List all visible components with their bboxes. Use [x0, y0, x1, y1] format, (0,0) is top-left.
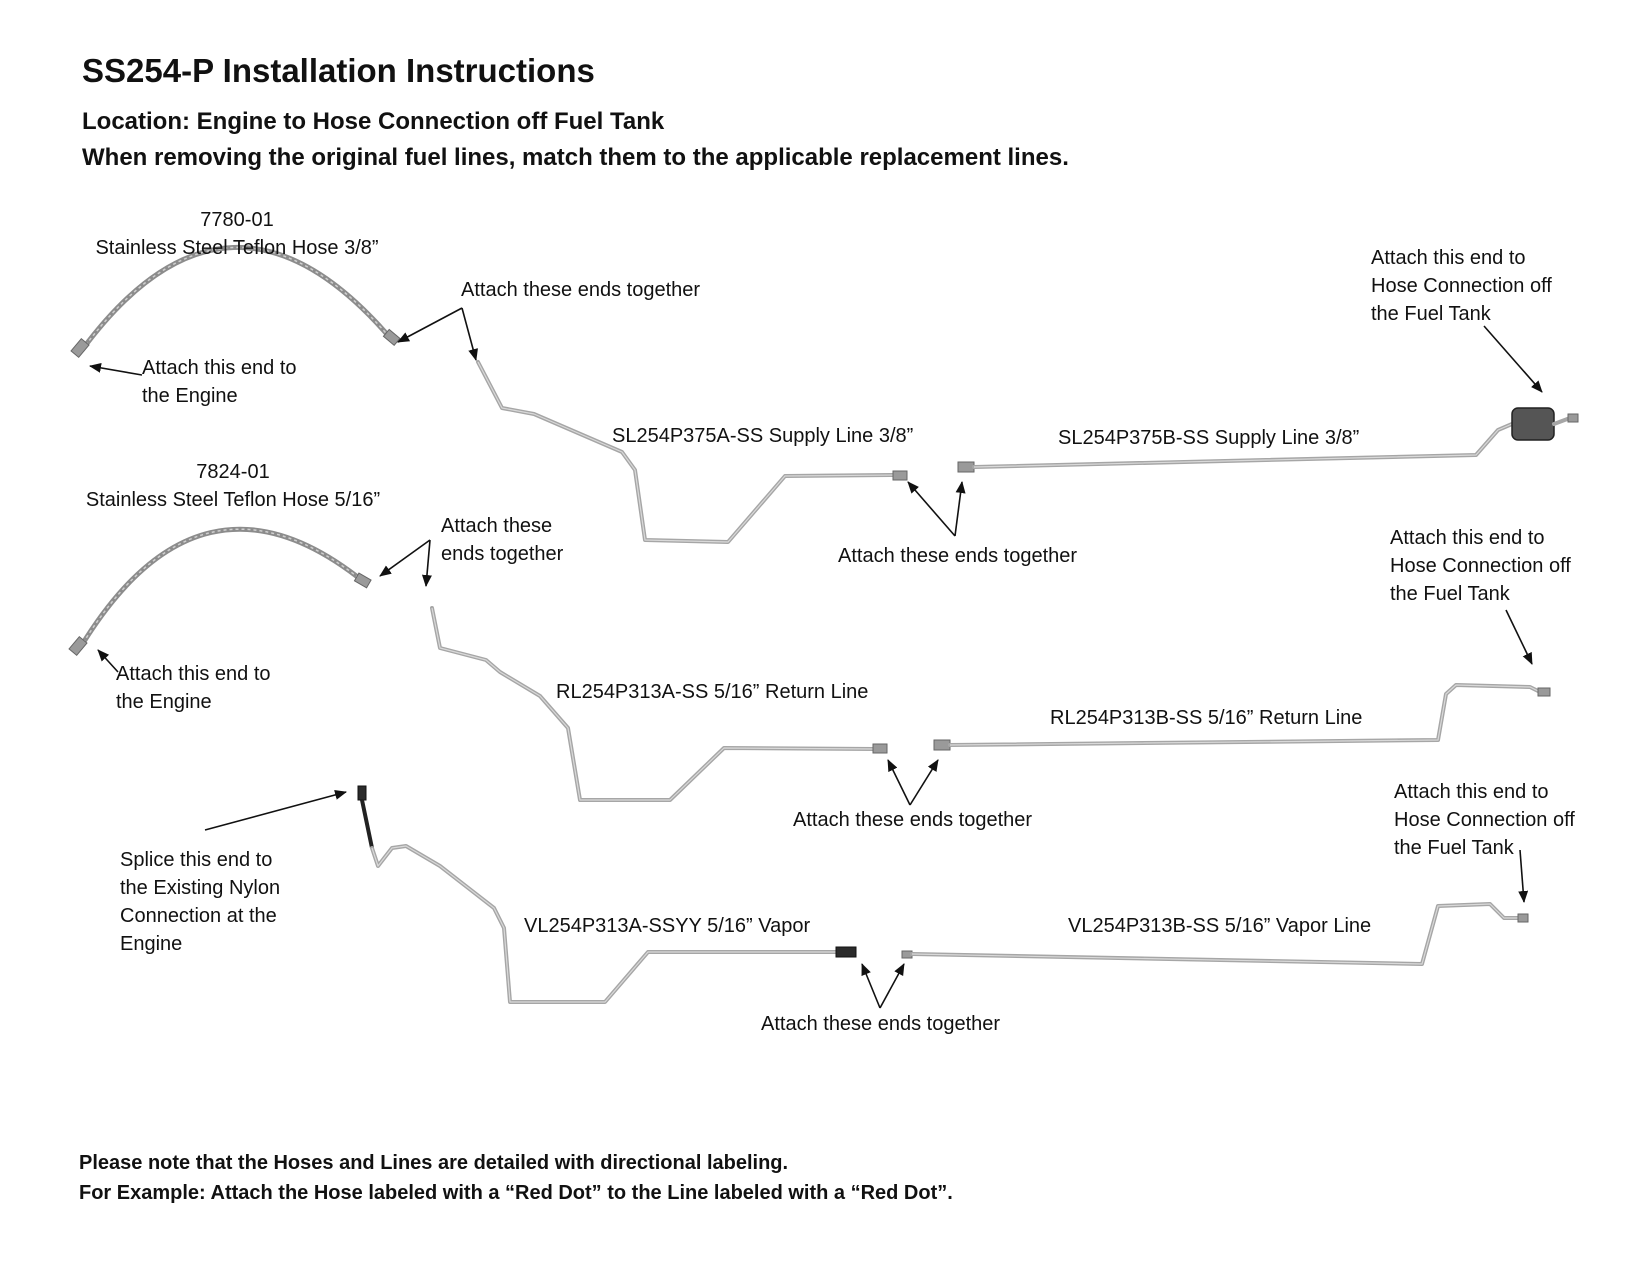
hose-7824-01 [68, 526, 372, 657]
callout-splice-line1: Splice this end to [120, 849, 273, 871]
supply-line-b-label: SL254P375B-SS Supply Line 3/8” [1058, 427, 1360, 449]
vapor-line-b-label: VL254P313B-SS 5/16” Vapor Line [1068, 915, 1372, 937]
callout-attach-ends-return: Attach these ends together [793, 809, 1033, 831]
callout-attach-ends-mid-line2: ends together [441, 543, 564, 565]
callout-attach-ends-top: Attach these ends together [461, 279, 701, 301]
return-line-b-label: RL254P313B-SS 5/16” Return Line [1050, 707, 1363, 729]
callout-engine-2-line2: the Engine [116, 691, 212, 713]
callout-attach-ends-mid-line1: Attach these [441, 515, 553, 537]
callout-tank-1-line3: the Fuel Tank [1371, 303, 1491, 325]
vapor-line-b [901, 902, 1529, 966]
callout-tank-1: Attach this end to Hose Connection off t… [1371, 244, 1552, 328]
callout-tank-2: Attach this end to Hose Connection off t… [1390, 524, 1571, 608]
callout-arrows [89, 307, 1543, 1009]
supply-line-a [476, 360, 908, 544]
vapor-line-a-label: VL254P313A-SSYY 5/16” Vapor [524, 915, 811, 937]
callout-tank-3-line2: Hose Connection off [1394, 809, 1575, 831]
hose-1-desc: Stainless Steel Teflon Hose 3/8” [95, 237, 379, 259]
fuel-filter-icon [1511, 407, 1555, 441]
supply-line-b [957, 407, 1579, 473]
callout-engine-1-line2: the Engine [142, 385, 238, 407]
callout-tank-2-line3: the Fuel Tank [1390, 583, 1510, 605]
callout-splice-line3: Connection at the [120, 905, 277, 927]
hose-2-label: 7824-01 Stainless Steel Teflon Hose 5/16… [68, 458, 398, 514]
return-line-a [430, 606, 888, 802]
callout-tank-3-line1: Attach this end to [1394, 781, 1549, 803]
return-line-a-label: RL254P313A-SS 5/16” Return Line [556, 681, 869, 703]
callout-splice-line2: the Existing Nylon [120, 877, 281, 899]
hose-2-desc: Stainless Steel Teflon Hose 5/16” [85, 489, 381, 511]
callout-tank-1-line2: Hose Connection off [1371, 275, 1552, 297]
hose-1-part: 7780-01 [200, 209, 274, 231]
callout-splice: Splice this end to the Existing Nylon Co… [120, 846, 280, 958]
callout-splice-line4: Engine [120, 933, 183, 955]
page-title: SS254-P Installation Instructions [82, 52, 595, 89]
note-line-2: For Example: Attach the Hose labeled wit… [79, 1182, 953, 1204]
hose-1-label: 7780-01 Stainless Steel Teflon Hose 3/8” [72, 206, 402, 262]
callout-tank-2-line1: Attach this end to [1390, 527, 1545, 549]
callout-tank-3-line3: the Fuel Tank [1394, 837, 1514, 859]
callout-engine-1-line1: Attach this end to [142, 357, 297, 379]
callout-attach-ends-mid: Attach these ends together [441, 512, 563, 568]
hose-7780-01 [70, 244, 401, 359]
note-line-1: Please note that the Hoses and Lines are… [79, 1152, 789, 1174]
callout-tank-2-line2: Hose Connection off [1390, 555, 1571, 577]
return-line-b [933, 683, 1551, 751]
callout-engine-2-line1: Attach this end to [116, 663, 271, 685]
callout-tank-1-line1: Attach this end to [1371, 247, 1526, 269]
location-heading: Location: Engine to Hose Connection off … [82, 108, 665, 135]
callout-engine-1: Attach this end to the Engine [142, 354, 297, 410]
callout-attach-ends-supply: Attach these ends together [838, 545, 1078, 567]
callout-tank-3: Attach this end to Hose Connection off t… [1394, 778, 1575, 862]
vapor-line-a [357, 785, 857, 1004]
instruction-heading: When removing the original fuel lines, m… [82, 144, 1069, 171]
callout-attach-ends-vapor: Attach these ends together [761, 1013, 1001, 1035]
hose-2-part: 7824-01 [196, 461, 270, 483]
supply-line-a-label: SL254P375A-SS Supply Line 3/8” [612, 425, 914, 447]
callout-engine-2: Attach this end to the Engine [116, 660, 271, 716]
